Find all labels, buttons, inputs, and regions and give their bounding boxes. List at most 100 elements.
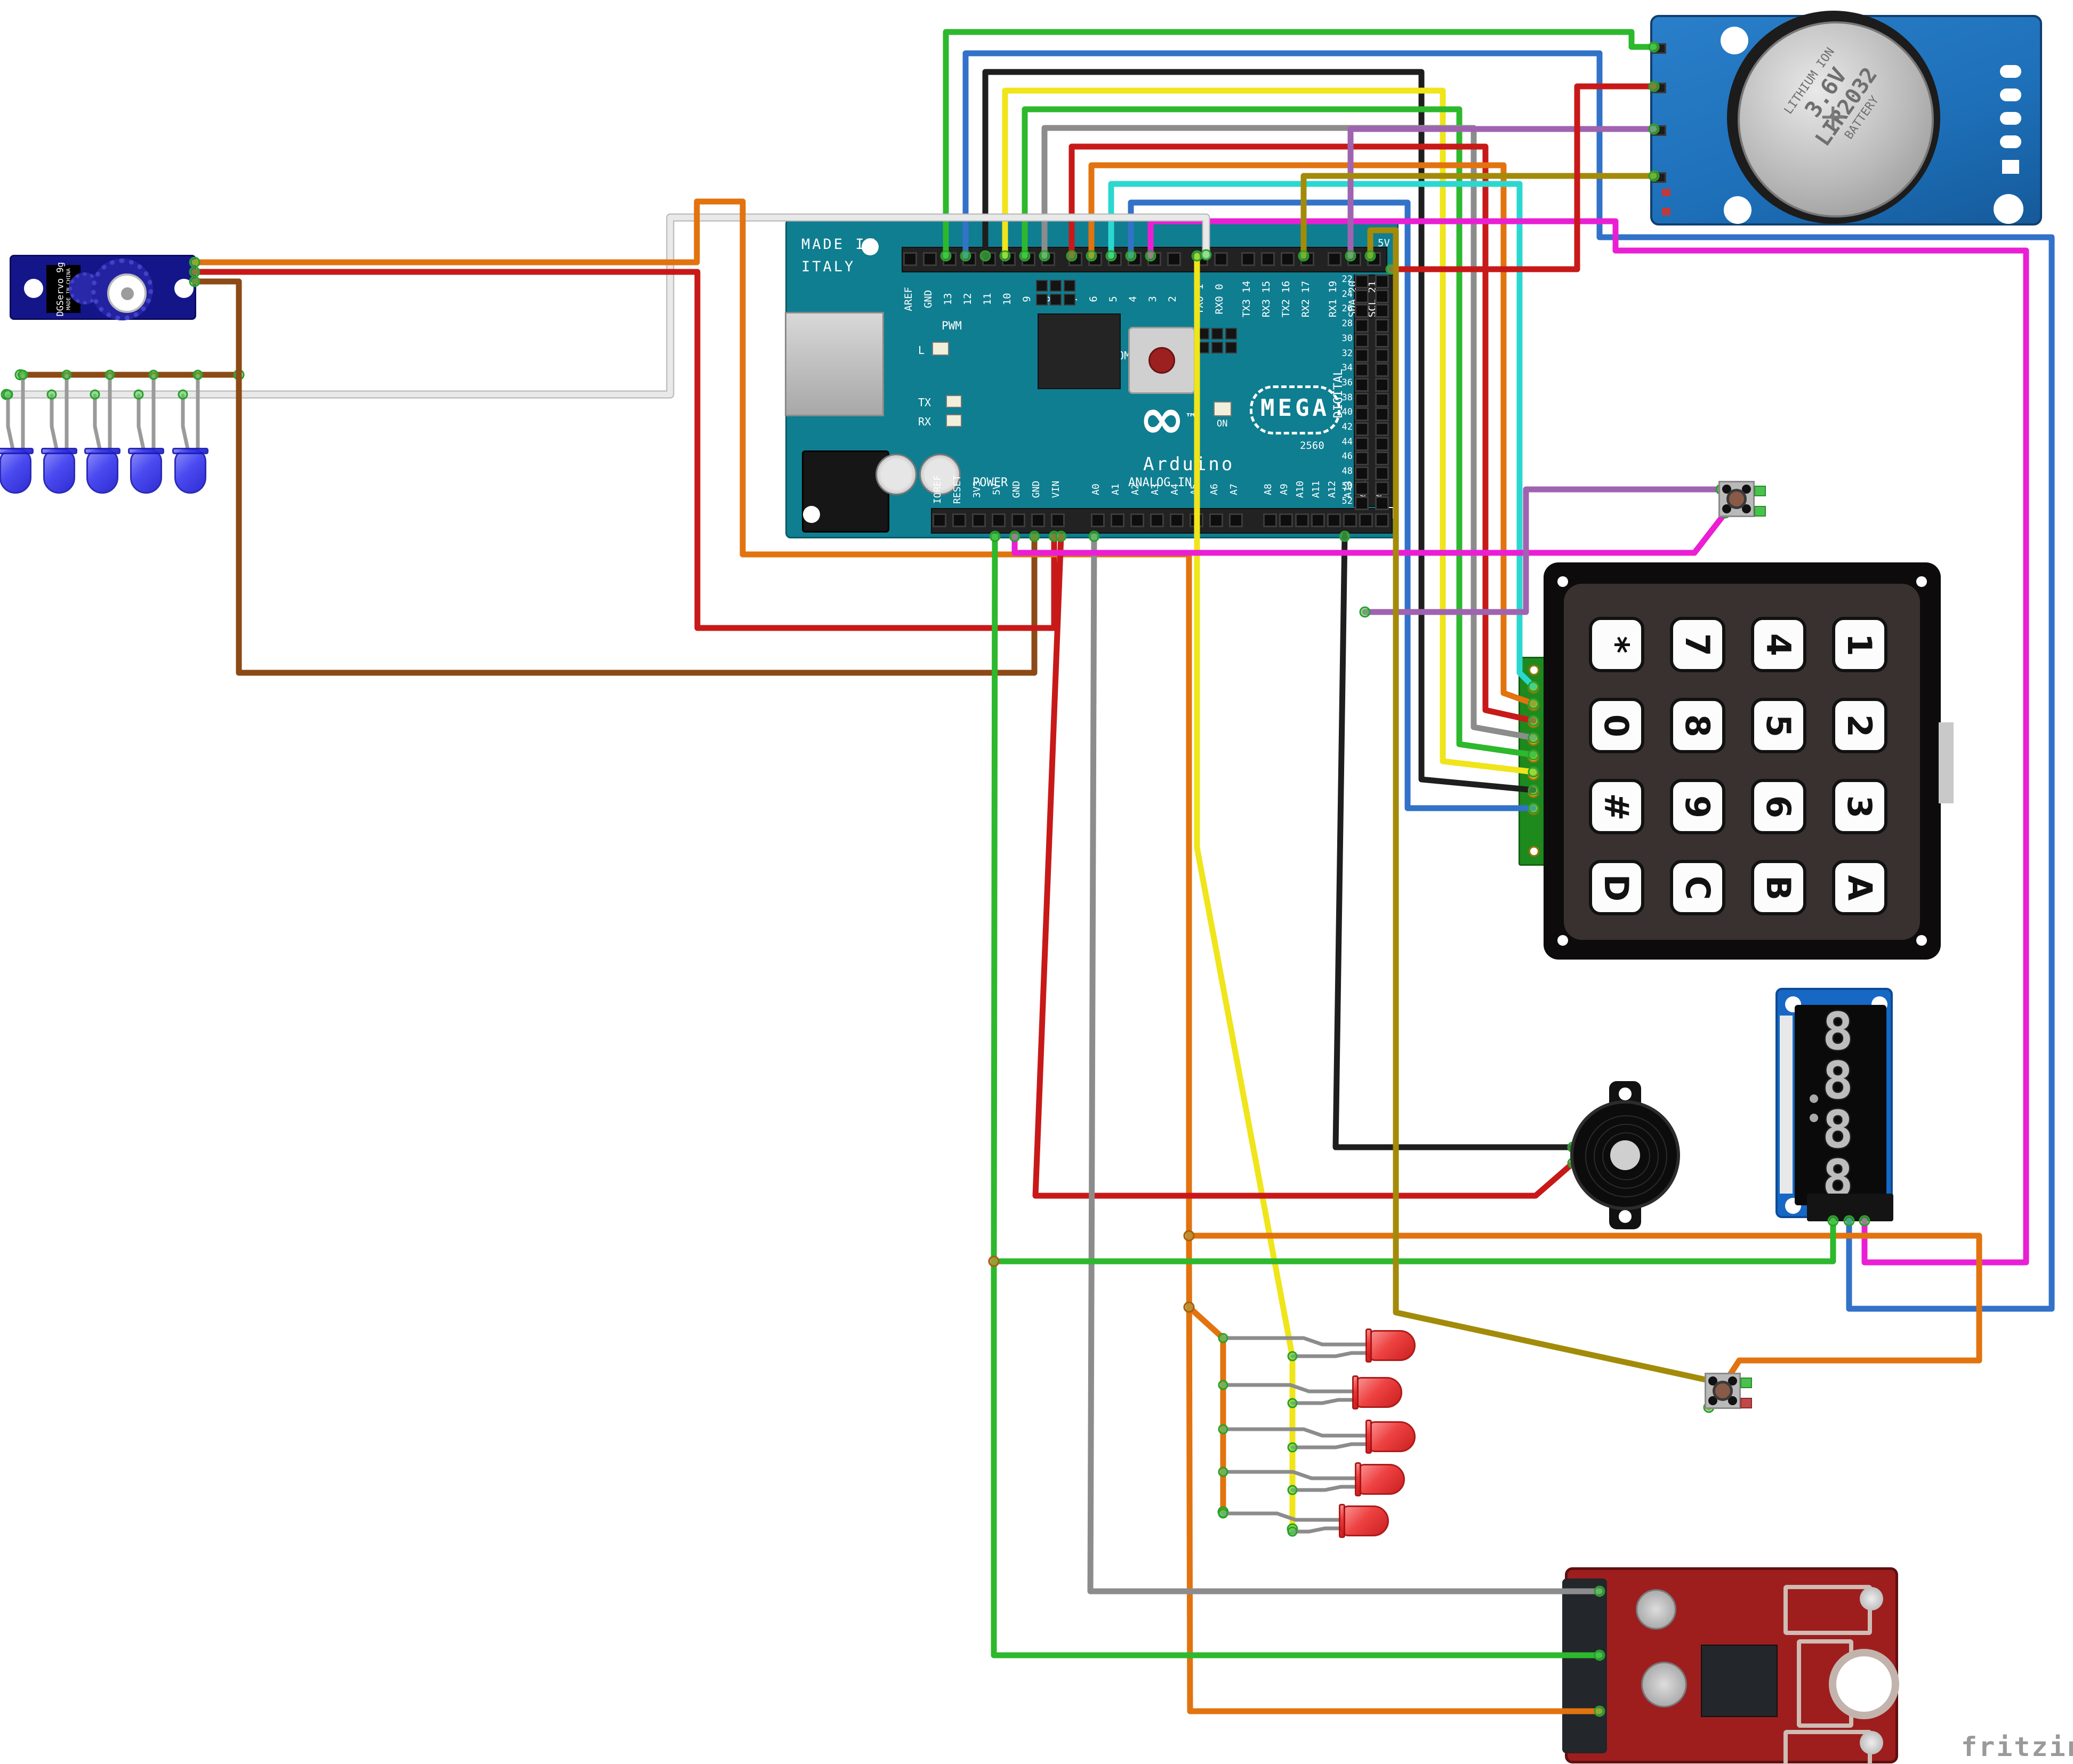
keypad-key-B[interactable]: B bbox=[1751, 860, 1806, 915]
right-pin bbox=[1375, 363, 1389, 377]
rtc-pad bbox=[2000, 135, 2021, 148]
right-pin-label: 36 bbox=[1341, 377, 1353, 388]
keypad-key-3[interactable]: 3 bbox=[1832, 779, 1887, 834]
keypad-key-*[interactable]: * bbox=[1589, 617, 1644, 672]
l-led bbox=[932, 342, 949, 356]
keypad-key-9[interactable]: 9 bbox=[1670, 779, 1725, 834]
right-pin bbox=[1355, 348, 1369, 363]
wire-orange-ledchain bbox=[1186, 1304, 1226, 1515]
arduino-brand: Arduino bbox=[1143, 454, 1235, 475]
keypad-key-2[interactable]: 2 bbox=[1832, 698, 1887, 753]
keypad-hole bbox=[1916, 935, 1927, 946]
colon-dot bbox=[1810, 1094, 1818, 1103]
right-pin bbox=[1355, 333, 1369, 348]
fritzing-watermark: fritzing bbox=[1961, 1731, 2073, 1762]
mega-logo-text: MEGA bbox=[1260, 394, 1330, 422]
rtc-smd bbox=[1662, 189, 1670, 196]
right-pin-label: 24 bbox=[1341, 288, 1353, 300]
seven-segment-digit: 8 bbox=[1822, 1002, 1853, 1061]
blue-led-leg bbox=[181, 393, 190, 451]
blue-led-leg bbox=[50, 393, 59, 451]
seven-segment-digit: 8 bbox=[1822, 1100, 1853, 1159]
keypad-key-4[interactable]: 4 bbox=[1751, 617, 1806, 672]
bottom-pin bbox=[952, 513, 966, 527]
right-pin bbox=[1375, 466, 1389, 481]
right-pin bbox=[1375, 452, 1389, 466]
red-led-lead bbox=[1221, 1511, 1346, 1522]
wire-orange-keypad2 bbox=[1088, 162, 1537, 707]
keypad-strip-hole bbox=[1529, 846, 1539, 857]
keypad-key-7[interactable]: 7 bbox=[1670, 617, 1725, 672]
top-pin bbox=[1214, 252, 1228, 266]
right-pin bbox=[1355, 377, 1369, 392]
arduino-logo: ∞™ bbox=[1139, 391, 1197, 446]
display-white-strip bbox=[1780, 1016, 1793, 1194]
colon-dot bbox=[1810, 1114, 1818, 1122]
keypad-key-D[interactable]: D bbox=[1589, 860, 1644, 915]
right-pin bbox=[1375, 392, 1389, 407]
keypad-key-#[interactable]: # bbox=[1589, 779, 1644, 834]
right-pin-label: 22 bbox=[1341, 274, 1353, 285]
italy-label: ITALY bbox=[801, 259, 856, 275]
right-pin bbox=[1355, 289, 1369, 303]
red-led-lead bbox=[1290, 1398, 1360, 1405]
keypad-key-8[interactable]: 8 bbox=[1670, 698, 1725, 753]
top-pin bbox=[1261, 252, 1275, 266]
wire-yellow-keypad6 bbox=[1002, 87, 1537, 775]
top-pin bbox=[1328, 252, 1341, 266]
right-pin-label: 52 bbox=[1341, 495, 1353, 506]
keypad-key-0[interactable]: 0 bbox=[1589, 698, 1644, 753]
tx-label: TX bbox=[918, 396, 931, 409]
bottom-pin bbox=[1327, 513, 1341, 527]
icsp-pin bbox=[1064, 280, 1075, 292]
main-chip bbox=[1038, 313, 1121, 389]
keypad-key-6[interactable]: 6 bbox=[1751, 779, 1806, 834]
keypad-key-1[interactable]: 1 bbox=[1832, 617, 1887, 672]
wire-magenta-btn1 bbox=[1011, 510, 1729, 556]
right-pin-label: 44 bbox=[1341, 436, 1353, 447]
usb-connector bbox=[785, 312, 884, 416]
right-pin bbox=[1355, 422, 1369, 436]
icsp-pin bbox=[1225, 342, 1237, 353]
icsp-pin bbox=[1225, 328, 1237, 340]
wire-red-keypad3 bbox=[1068, 143, 1537, 724]
keypad-key-A[interactable]: A bbox=[1832, 860, 1887, 915]
bottom-pin bbox=[1051, 513, 1065, 527]
keypad-hole bbox=[1557, 935, 1568, 946]
infinity-icon: ∞ bbox=[1139, 386, 1185, 451]
wire-black-keypad7 bbox=[982, 69, 1537, 793]
reset-button-cap[interactable] bbox=[1148, 347, 1175, 374]
right-pin bbox=[1355, 496, 1369, 510]
bottom-pin bbox=[972, 513, 986, 527]
red-led-lead bbox=[1290, 1442, 1373, 1449]
blue-led-leg bbox=[93, 393, 102, 451]
wire-purple-rtc bbox=[1347, 126, 1657, 259]
right-pin-label: 26 bbox=[1341, 303, 1353, 315]
rx-label: RX bbox=[918, 415, 931, 428]
wire-brown-servo-gnd bbox=[191, 278, 1038, 676]
on-led bbox=[1214, 401, 1232, 416]
bottom-pin bbox=[1031, 513, 1045, 527]
right-pin-label: 50 bbox=[1341, 480, 1353, 492]
red-led-lead bbox=[1221, 1470, 1362, 1480]
rtc-hole bbox=[1721, 27, 1748, 54]
right-pin bbox=[1355, 466, 1369, 481]
right-pin-label: 42 bbox=[1341, 422, 1353, 432]
seven-segment-digit: 8 bbox=[1822, 1051, 1853, 1110]
rtc-pad bbox=[2000, 65, 2021, 78]
wire-blue-display bbox=[962, 50, 2055, 1312]
5v-label: 5V bbox=[1378, 237, 1390, 249]
keypad-key-C[interactable]: C bbox=[1670, 860, 1725, 915]
wire-green-rtc bbox=[943, 29, 1657, 259]
keypad-key-5[interactable]: 5 bbox=[1751, 698, 1806, 753]
rtc-smd bbox=[1662, 208, 1670, 215]
right-pin bbox=[1355, 363, 1369, 377]
pwm-label: PWM bbox=[942, 319, 962, 332]
right-pin-label: 46 bbox=[1341, 451, 1353, 462]
wire-green-display bbox=[991, 1218, 1836, 1264]
wire-red-5v-rtc bbox=[1388, 83, 1657, 272]
red-led-lead bbox=[1290, 1351, 1373, 1358]
bottom-pin bbox=[1263, 513, 1277, 527]
right-pin-label: 40 bbox=[1341, 407, 1353, 418]
